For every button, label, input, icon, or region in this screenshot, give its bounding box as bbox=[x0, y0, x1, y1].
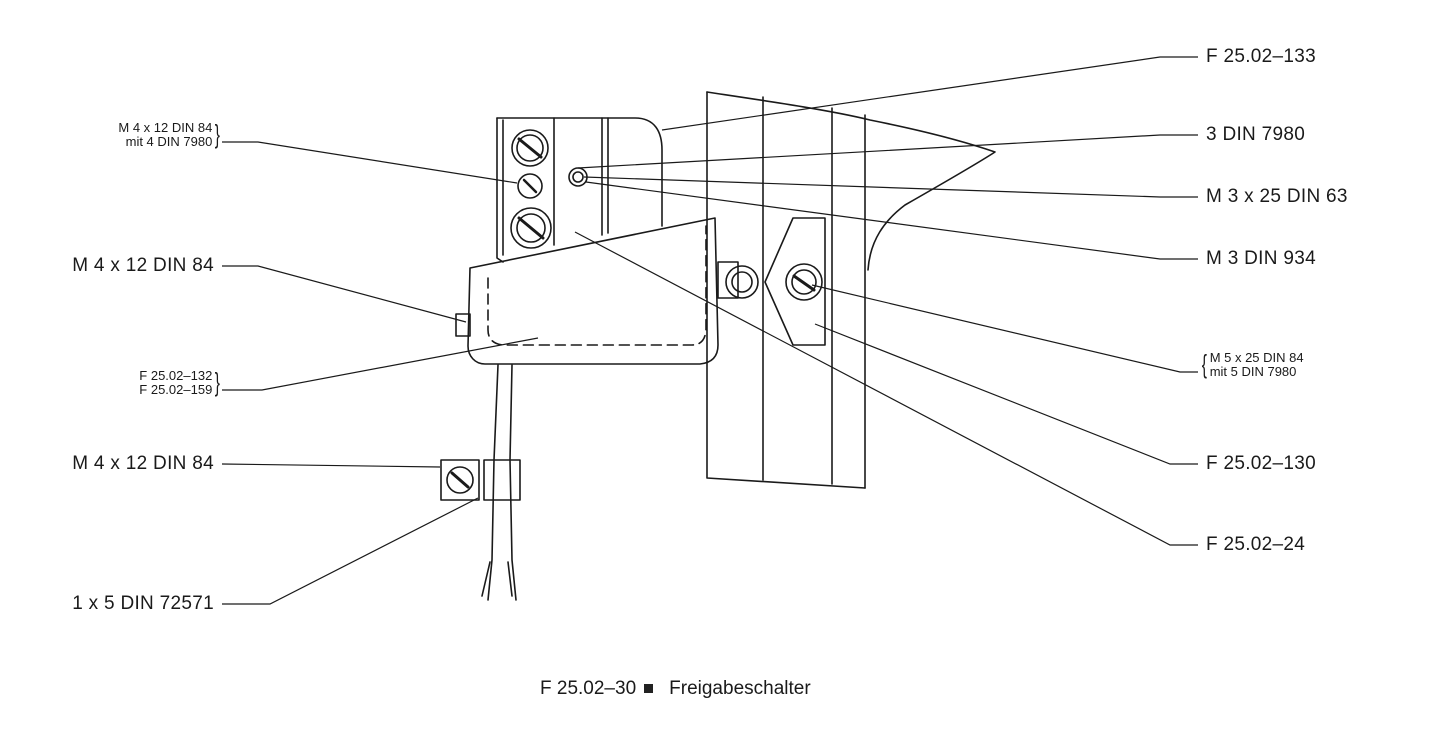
label-f-25-02-133: F 25.02–133 bbox=[1206, 46, 1316, 67]
caption-title: Freigabeschalter bbox=[669, 678, 811, 699]
leader-lines bbox=[221, 56, 1198, 605]
label-m4x12-group-top: M 4 x 12 DIN 84 mit 4 DIN 7980 } bbox=[80, 121, 222, 149]
label-3-din-7980: 3 DIN 7980 bbox=[1206, 124, 1306, 145]
cable bbox=[481, 364, 517, 601]
label-m3x25-din-63: M 3 x 25 DIN 63 bbox=[1206, 186, 1348, 207]
pivot-link bbox=[717, 261, 759, 299]
switch-housing bbox=[496, 117, 663, 263]
mounting-frame bbox=[706, 91, 996, 489]
actuator-lever bbox=[455, 217, 719, 365]
label-f-25-02-132: F 25.02–132 bbox=[139, 368, 213, 383]
brace-right-icon: } bbox=[215, 367, 221, 397]
label-m5x25-group: { M 5 x 25 DIN 84 mit 5 DIN 7980 bbox=[1200, 351, 1304, 379]
label-f132-f159-group: F 25.02–132 F 25.02–159 } bbox=[80, 369, 222, 397]
label-m3-din-934: M 3 DIN 934 bbox=[1206, 248, 1316, 269]
square-bullet-icon bbox=[644, 683, 654, 693]
label-f-25-02-159: F 25.02–159 bbox=[139, 382, 213, 397]
brace-right-icon: } bbox=[215, 119, 221, 149]
screw-lower bbox=[510, 207, 552, 249]
screw-upper bbox=[511, 129, 549, 167]
nut-small bbox=[517, 173, 543, 199]
cable-clamp bbox=[440, 459, 521, 501]
label-m5x25-din-84: M 5 x 25 DIN 84 bbox=[1209, 350, 1304, 365]
mounting-plate bbox=[764, 217, 826, 346]
brace-left-icon: { bbox=[1201, 349, 1207, 379]
label-m4x12-din-84-small: M 4 x 12 DIN 84 bbox=[118, 120, 213, 135]
label-f-25-02-24: F 25.02–24 bbox=[1206, 534, 1306, 555]
label-1x5-din-72571: 1 x 5 DIN 72571 bbox=[72, 593, 214, 614]
caption-code: F 25.02–30 bbox=[540, 678, 637, 699]
label-mit-5-din-7980: mit 5 DIN 7980 bbox=[1209, 364, 1297, 379]
label-mit-4-din-7980: mit 4 DIN 7980 bbox=[125, 134, 213, 149]
figure-caption: F 25.02–30 Freigabeschalter bbox=[540, 678, 811, 700]
label-f-25-02-130: F 25.02–130 bbox=[1206, 453, 1316, 474]
label-m4x12-din-84-b: M 4 x 12 DIN 84 bbox=[72, 453, 214, 474]
label-m4x12-din-84-a: M 4 x 12 DIN 84 bbox=[72, 255, 214, 276]
